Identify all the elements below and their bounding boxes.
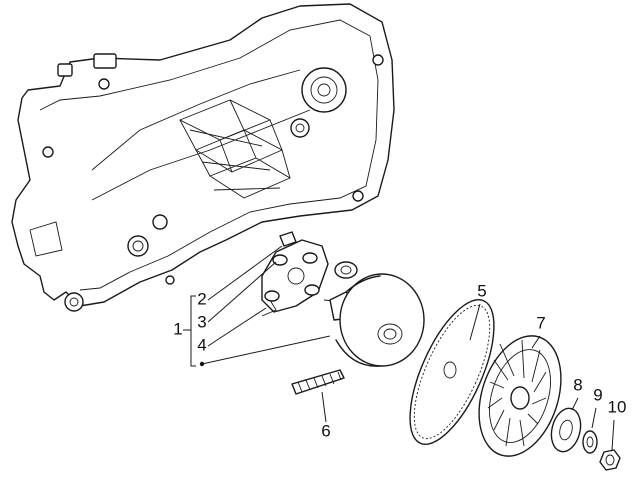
group-bracket xyxy=(183,295,196,367)
leader-lines xyxy=(201,245,615,451)
nut xyxy=(599,449,621,471)
washer xyxy=(582,430,598,454)
callout-9: 9 xyxy=(593,385,602,404)
callout-1: 1 xyxy=(173,319,182,338)
crankcase-ribs xyxy=(178,99,291,199)
group-dot xyxy=(199,361,205,367)
callout-6: 6 xyxy=(321,421,330,440)
cooling-fan xyxy=(478,335,562,457)
hub-spacer xyxy=(550,407,582,453)
bushing xyxy=(334,261,358,279)
roller-weights xyxy=(291,369,345,395)
slider-clip xyxy=(279,231,297,247)
callout-10: 10 xyxy=(608,397,627,416)
roller-ramp-plate xyxy=(261,231,329,317)
callout-3: 3 xyxy=(197,312,206,331)
crankcase xyxy=(11,3,395,312)
callout-2: 2 xyxy=(197,289,206,308)
callout-4: 4 xyxy=(197,335,206,354)
callout-5: 5 xyxy=(477,281,486,300)
drive-pulley xyxy=(329,273,425,367)
callout-8: 8 xyxy=(573,375,582,394)
callout-7: 7 xyxy=(536,313,545,332)
bearing-boss xyxy=(301,67,347,113)
toothed-gear xyxy=(409,299,495,445)
